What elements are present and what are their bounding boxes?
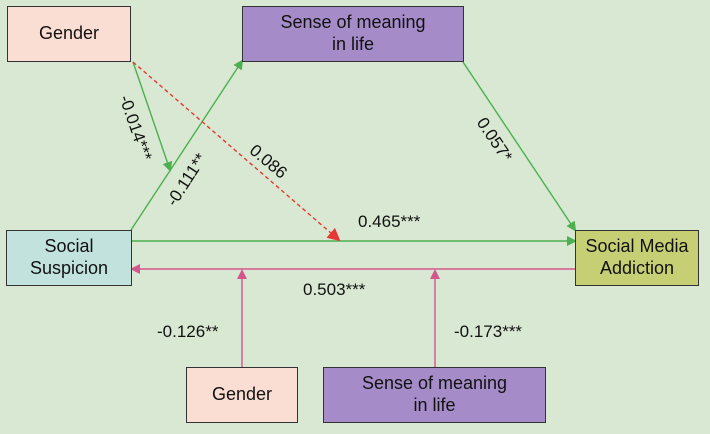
coef-addiction-to-suspicion: 0.503*** — [303, 280, 366, 299]
coef-suspicion-to-addiction: 0.465*** — [358, 212, 421, 231]
node-social-media-addiction: Social Media Addiction — [575, 230, 699, 286]
arrow-gender-to-direct-path — [132, 61, 341, 242]
arrow-meaning-to-addiction — [462, 61, 577, 232]
node-gender-bottom: Gender — [186, 367, 298, 423]
node-social-suspicion: Social Suspicion — [6, 230, 132, 286]
node-meaning-in-life-top: Sense of meaning in life — [242, 6, 464, 62]
arrow-gender-to-meaning — [132, 61, 173, 172]
node-meaning-in-life-bottom: Sense of meaning in life — [323, 367, 546, 423]
node-gender-top: Gender — [7, 6, 131, 62]
arrow-suspicion-to-meaning — [130, 59, 244, 231]
coef-meaning-to-reverse-path: -0.173*** — [454, 322, 523, 341]
coef-gender-to-reverse-path: -0.126** — [157, 322, 219, 341]
